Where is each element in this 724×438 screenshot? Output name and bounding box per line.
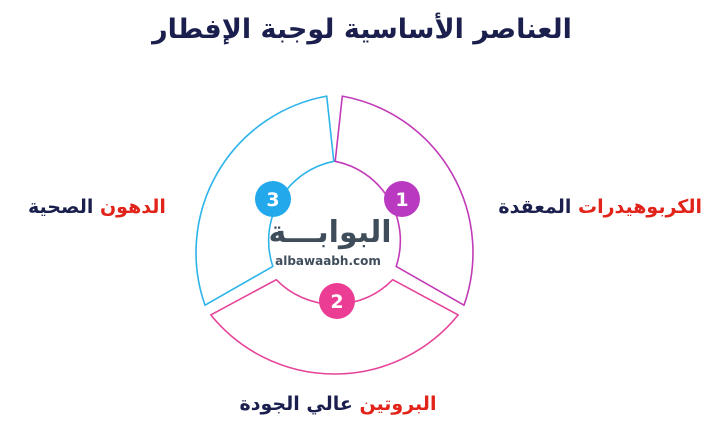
watermark-logo: البوابـــة albawaabh.com <box>268 215 391 268</box>
badge-2: 2 <box>319 283 355 319</box>
segment-3-arc <box>195 95 335 306</box>
segment-1-arc <box>334 95 474 306</box>
segment-3-label: الدهون الصحية <box>28 196 166 218</box>
badge-3-number: 3 <box>266 189 279 211</box>
logo-latin: albawaabh.com <box>275 254 381 268</box>
badge-3: 3 <box>255 181 291 217</box>
logo-arabic: البوابـــة <box>268 215 391 250</box>
badge-1: 1 <box>384 181 420 217</box>
page-title: العناصر الأساسية لوجبة الإفطار <box>152 14 572 45</box>
segment-2-label: البروتين عالي الجودة <box>239 393 437 415</box>
badge-2-number: 2 <box>330 291 343 313</box>
segment-1-label: الكربوهيدرات المعقدة <box>498 196 702 218</box>
badge-1-number: 1 <box>395 189 408 211</box>
